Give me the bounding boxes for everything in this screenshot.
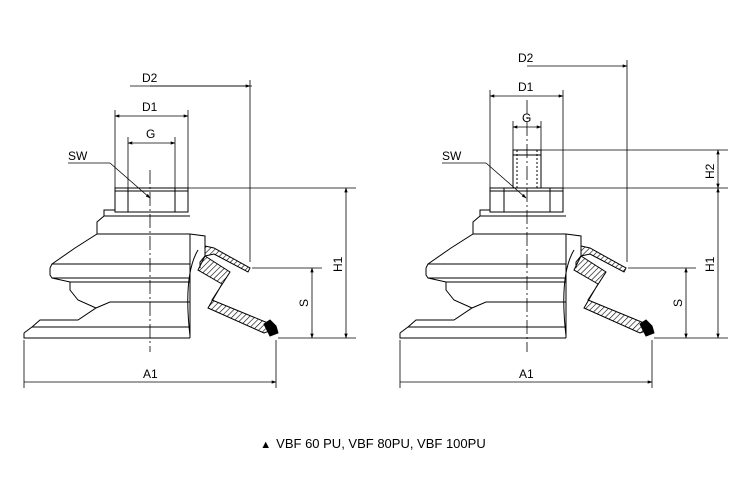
label-h1-right: H1 xyxy=(703,256,717,272)
label-d2-left: D2 xyxy=(142,71,158,85)
cup-body-right xyxy=(399,149,567,339)
label-sw-left: SW xyxy=(68,149,88,163)
suction-cup-drawing-right xyxy=(399,60,728,388)
label-a1-right: A1 xyxy=(519,367,534,381)
suction-cup-drawing-left xyxy=(23,80,356,388)
triangle-marker-icon: ▲ xyxy=(260,439,272,451)
label-d2-right: D2 xyxy=(518,51,534,65)
label-g-right: G xyxy=(522,111,531,125)
dimensions-left xyxy=(23,80,356,388)
label-s-right: S xyxy=(671,299,685,307)
label-d1-right: D1 xyxy=(518,80,534,94)
label-h1-left: H1 xyxy=(331,256,345,272)
cup-body-left xyxy=(23,187,191,339)
caption-text: VBF 60 PU, VBF 80PU, VBF 100PU xyxy=(276,436,486,451)
label-g-left: G xyxy=(146,127,155,141)
cup-section-right xyxy=(563,233,655,337)
label-sw-right: SW xyxy=(442,149,462,163)
label-a1-left: A1 xyxy=(143,367,158,381)
label-d1-left: D1 xyxy=(142,100,158,114)
label-s-left: S xyxy=(297,299,311,307)
dimensions-right xyxy=(399,60,728,388)
cup-section-left xyxy=(187,233,279,337)
label-h2-right: H2 xyxy=(703,163,717,179)
figure-caption: ▲ VBF 60 PU, VBF 80PU, VBF 100PU xyxy=(0,436,746,451)
